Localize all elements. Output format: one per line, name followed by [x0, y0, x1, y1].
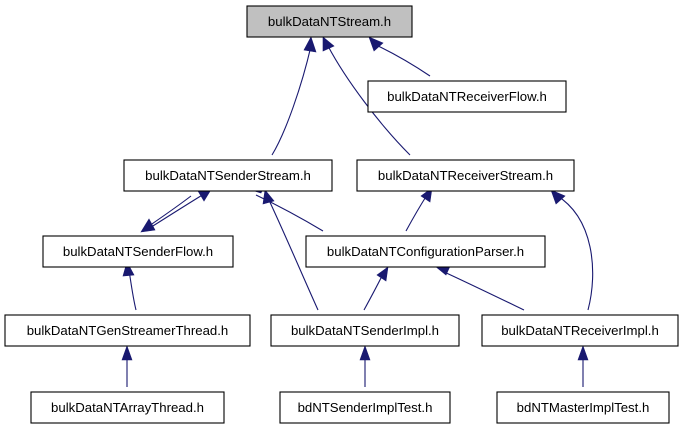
node-label: bulkDataNTGenStreamerThread.h: [27, 323, 229, 338]
edge-line: [555, 194, 594, 311]
node-label: bulkDataNTSenderStream.h: [145, 168, 311, 183]
node-label: bulkDataNTConfigurationParser.h: [327, 244, 524, 259]
edge-genthread-to-sendflow: [122, 261, 137, 311]
graph-node-sendstream[interactable]: bulkDataNTSenderStream.h: [123, 159, 333, 192]
edge-recvflow-to-stream: [368, 36, 431, 77]
edge-line: [128, 269, 137, 311]
graph-node-mastertest[interactable]: bdNTMasterImplTest.h: [496, 391, 670, 424]
graph-node-recvstream[interactable]: bulkDataNTReceiverStream.h: [356, 159, 575, 192]
graph-node-sendflow[interactable]: bulkDataNTSenderFlow.h: [42, 235, 234, 268]
graph-node-recvimpl[interactable]: bulkDataNTReceiverImpl.h: [481, 314, 679, 347]
graph-node-stream[interactable]: bulkDataNTStream.h: [246, 5, 413, 38]
edge-line: [327, 45, 411, 156]
node-box[interactable]: [481, 314, 679, 347]
node-label: bulkDataNTReceiverStream.h: [378, 168, 553, 183]
edge-recvstream-to-stream: [322, 36, 411, 156]
edge-line: [375, 44, 431, 77]
edge-sendimpl-to-sendstream: [262, 189, 319, 311]
arrowhead-icon: [322, 36, 335, 52]
edge-sendimpl-to-confparser: [363, 266, 389, 311]
node-label: bulkDataNTSenderImpl.h: [291, 323, 439, 338]
node-box[interactable]: [4, 314, 251, 347]
edge-recvimpl-to-confparser: [434, 263, 525, 311]
edge-line: [267, 197, 319, 311]
edge-line: [148, 195, 192, 227]
edge-line: [144, 193, 205, 232]
arrowhead-icon: [121, 345, 133, 361]
node-box[interactable]: [496, 391, 670, 424]
arrowhead-icon: [368, 36, 384, 52]
arrowhead-icon: [359, 345, 371, 361]
node-box[interactable]: [42, 235, 234, 268]
edge-line: [255, 194, 324, 232]
node-label: bulkDataNTSenderFlow.h: [63, 244, 213, 259]
arrowhead-icon: [303, 36, 317, 53]
node-label: bdNTSenderImplTest.h: [298, 400, 433, 415]
graph-node-sendtest[interactable]: bdNTSenderImplTest.h: [279, 391, 451, 424]
graph-node-confparser[interactable]: bulkDataNTConfigurationParser.h: [305, 235, 546, 268]
arrowhead-icon: [550, 189, 566, 205]
node-box[interactable]: [246, 5, 413, 38]
node-box[interactable]: [123, 159, 333, 192]
graph-node-sendimpl[interactable]: bulkDataNTSenderImpl.h: [270, 314, 460, 347]
node-box[interactable]: [30, 391, 225, 424]
edge-sendtest-to-sendimpl: [359, 345, 371, 387]
arrowhead-icon: [140, 218, 156, 233]
edge-line: [441, 270, 525, 311]
node-box[interactable]: [279, 391, 451, 424]
arrowhead-icon: [262, 189, 275, 205]
edge-line: [271, 45, 312, 156]
edge-sendstream-to-stream: [271, 36, 317, 156]
node-label: bulkDataNTReceiverFlow.h: [387, 89, 547, 104]
edge-sendstream-to-sendflow: [140, 195, 192, 233]
node-label: bdNTMasterImplTest.h: [517, 400, 650, 415]
edge-sendflow-to-sendstream: [144, 187, 213, 232]
edge-mastertest-to-recvimpl: [577, 345, 589, 387]
node-box[interactable]: [270, 314, 460, 347]
graph-node-genthread[interactable]: bulkDataNTGenStreamerThread.h: [4, 314, 251, 347]
node-label: bulkDataNTStream.h: [268, 14, 391, 29]
node-label: bulkDataNTArrayThread.h: [51, 400, 204, 415]
node-layer: bulkDataNTStream.h bulkDataNTReceiverFlow…: [4, 5, 679, 424]
node-box[interactable]: [305, 235, 546, 268]
edge-line: [363, 273, 384, 311]
edge-arraythread-to-genthread: [121, 345, 133, 387]
edge-recvimpl-to-recvstream: [550, 189, 594, 311]
edge-line: [405, 194, 428, 232]
graph-node-recvflow[interactable]: bulkDataNTReceiverFlow.h: [367, 80, 567, 113]
arrowhead-icon: [376, 266, 389, 282]
node-box[interactable]: [367, 80, 567, 113]
node-box[interactable]: [356, 159, 575, 192]
arrowhead-icon: [122, 261, 135, 277]
node-label: bulkDataNTReceiverImpl.h: [501, 323, 659, 338]
graph-node-arraythread[interactable]: bulkDataNTArrayThread.h: [30, 391, 225, 424]
edge-confparser-to-recvstream: [405, 187, 433, 232]
arrowhead-icon: [577, 345, 589, 361]
